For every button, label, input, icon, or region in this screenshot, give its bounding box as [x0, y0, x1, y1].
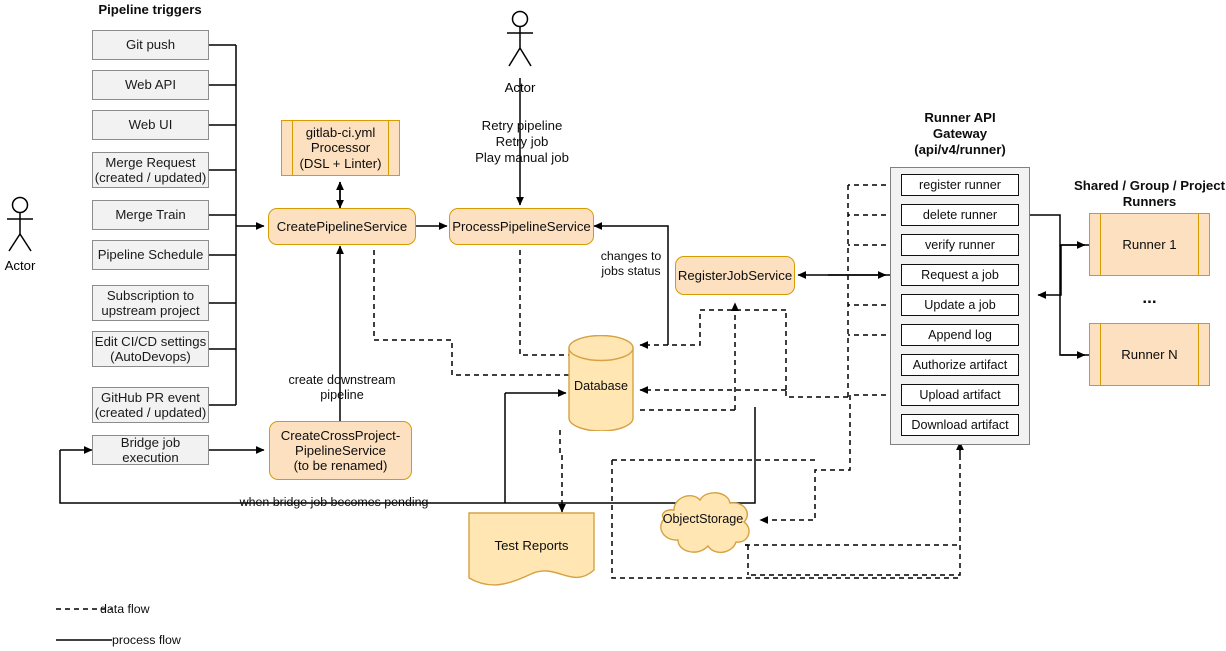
- api-request-a-job[interactable]: Request a job: [901, 264, 1019, 286]
- api-delete-runner[interactable]: delete runner: [901, 204, 1019, 226]
- trigger-web-api[interactable]: Web API: [92, 70, 209, 100]
- api-label: delete runner: [922, 207, 998, 222]
- trigger-bridge-job-execution[interactable]: Bridge job execution: [92, 435, 209, 465]
- edge-label-when-bridge-job-pending: when bridge job becomes pending: [239, 495, 429, 509]
- trigger-label: Bridge job execution: [120, 434, 181, 465]
- create-cross-project-pipeline-service[interactable]: CreateCrossProject- PipelineService (to …: [269, 421, 412, 480]
- trigger-github-pr-event[interactable]: GitHub PR event (created / updated): [92, 387, 209, 423]
- api-label: Request a job: [921, 267, 999, 282]
- trigger-subscription-upstream[interactable]: Subscription to upstream project: [92, 285, 209, 321]
- edge-label-create-downstream-pipeline: create downstream pipeline: [288, 373, 396, 403]
- api-label: verify runner: [925, 237, 995, 252]
- runner-api-gateway-title: Runner API Gateway (api/v4/runner): [914, 110, 1006, 157]
- test-reports-document[interactable]: [468, 512, 595, 586]
- service-label: ProcessPipelineService: [452, 218, 591, 234]
- api-label: Upload artifact: [919, 387, 1001, 402]
- trigger-label: Edit CI/CD settings (AutoDevops): [94, 333, 207, 364]
- legend-process-flow-line: [56, 639, 112, 641]
- create-pipeline-service[interactable]: CreatePipelineService: [268, 208, 416, 245]
- trigger-label: GitHub PR event (created / updated): [94, 389, 207, 420]
- service-label: CreateCrossProject- PipelineService (to …: [280, 427, 401, 474]
- trigger-git-push[interactable]: Git push: [92, 30, 209, 60]
- edge-label-changes-to-jobs-status: changes to jobs status: [600, 249, 662, 278]
- api-update-a-job[interactable]: Update a job: [901, 294, 1019, 316]
- object-storage-cloud[interactable]: [648, 488, 758, 558]
- process-pipeline-service[interactable]: ProcessPipelineService: [449, 208, 594, 245]
- trigger-label: Git push: [125, 37, 176, 53]
- pipeline-triggers-heading: Pipeline triggers: [98, 2, 202, 17]
- service-label: CreatePipelineService: [276, 218, 408, 234]
- object-storage-label: ObjectStorage: [662, 512, 744, 526]
- runner-label: Runner 1: [1122, 236, 1177, 252]
- trigger-web-ui[interactable]: Web UI: [92, 110, 209, 140]
- runner-n[interactable]: Runner N: [1089, 323, 1210, 386]
- database-label: Database: [574, 379, 628, 393]
- api-authorize-artifact[interactable]: Authorize artifact: [901, 354, 1019, 376]
- runner-label: Runner N: [1121, 346, 1178, 362]
- trigger-merge-train[interactable]: Merge Train: [92, 200, 209, 230]
- register-job-service[interactable]: RegisterJobService: [675, 256, 795, 295]
- api-upload-artifact[interactable]: Upload artifact: [901, 384, 1019, 406]
- legend-process-flow-label: process flow: [112, 633, 181, 647]
- actor-top-label: Actor: [504, 80, 536, 95]
- legend-data-flow-line: [56, 608, 112, 610]
- trigger-label: Pipeline Schedule: [97, 247, 204, 263]
- trigger-pipeline-schedule[interactable]: Pipeline Schedule: [92, 240, 209, 270]
- api-label: Authorize artifact: [912, 357, 1008, 372]
- trigger-edit-cicd-settings[interactable]: Edit CI/CD settings (AutoDevops): [92, 331, 209, 367]
- trigger-merge-request[interactable]: Merge Request (created / updated): [92, 152, 209, 188]
- api-label: Update a job: [924, 297, 996, 312]
- trigger-label: Merge Request (created / updated): [94, 154, 207, 185]
- trigger-label: Web API: [124, 77, 177, 93]
- api-label: Append log: [928, 327, 992, 342]
- trigger-label: Web UI: [128, 117, 173, 133]
- service-label: RegisterJobService: [677, 267, 793, 283]
- trigger-label: Merge Train: [115, 207, 186, 223]
- component-label: gitlab-ci.yml Processor (DSL + Linter): [299, 125, 382, 171]
- database-cylinder[interactable]: [568, 335, 634, 431]
- actor-left-label: Actor: [4, 258, 36, 273]
- api-download-artifact[interactable]: Download artifact: [901, 414, 1019, 436]
- gitlab-ci-yml-processor[interactable]: gitlab-ci.yml Processor (DSL + Linter): [281, 120, 400, 176]
- legend-data-flow-label: data flow: [100, 602, 150, 616]
- runner-1[interactable]: Runner 1: [1089, 213, 1210, 276]
- api-label: register runner: [919, 177, 1001, 192]
- edge-label-retry: Retry pipeline Retry job Play manual job: [475, 118, 569, 165]
- test-reports-label: Test Reports: [494, 538, 569, 553]
- actor-left-icon: [7, 196, 33, 252]
- api-append-log[interactable]: Append log: [901, 324, 1019, 346]
- api-register-runner[interactable]: register runner: [901, 174, 1019, 196]
- trigger-label: Subscription to upstream project: [101, 287, 200, 318]
- api-label: Download artifact: [911, 417, 1009, 432]
- runners-title: Shared / Group / Project Runners: [1074, 178, 1225, 209]
- actor-top-icon: [507, 10, 533, 67]
- api-verify-runner[interactable]: verify runner: [901, 234, 1019, 256]
- runners-ellipsis: ...: [1142, 288, 1157, 307]
